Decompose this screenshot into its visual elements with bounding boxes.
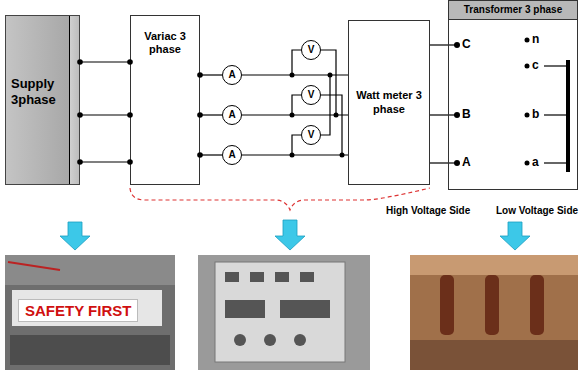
node-label: Variac 3 phase [135,30,195,56]
ammeter-circle: A [222,145,242,165]
wattmeter-box: Watt meter 3 phase [348,20,430,185]
ammeter-circle: A [222,65,242,85]
terminal-dot [127,59,133,65]
wire [200,114,222,115]
voltmeter-circle: V [301,40,321,60]
wire [430,114,448,115]
side-label: Low Voltage Side [496,205,578,216]
node-label: Supply 3phase [11,76,65,107]
terminal-dot [77,159,83,165]
wire [242,154,348,155]
wire [200,74,222,75]
node-label: V [308,89,315,101]
terminal-dot [77,112,83,118]
ammeter-circle: A [222,105,242,125]
wire [200,154,222,155]
node-label: Watt meter 3 phase [355,89,423,115]
node-label: V [308,44,315,56]
terminal-dot [127,112,133,118]
terminal-label: c [532,58,539,72]
terminal-dot [77,59,83,65]
terminal-dot [127,159,133,165]
wire [430,162,448,163]
node-label: A [228,109,235,121]
sticker-text: SAFETY FIRST [18,299,138,322]
terminal-label: n [532,32,539,46]
side-label: High Voltage Side [386,205,470,216]
terminal-label: A [462,155,471,169]
wire [80,114,130,115]
terminal-dot [197,112,203,118]
supply-box: Supply 3phase [5,15,80,185]
header-band: Transformer 3 phase [449,1,577,20]
voltmeter-circle: V [301,85,321,105]
node-label: A [228,149,235,161]
terminal-dot [197,72,203,78]
terminal-dot [197,152,203,158]
wire [430,44,448,45]
wire [80,161,130,162]
terminal-label: C [462,37,471,51]
wire [242,74,348,75]
voltmeter-circle: V [301,125,321,145]
terminal-label: B [462,107,471,121]
terminal-label: b [532,107,539,121]
node-label: A [228,69,235,81]
wire [80,61,130,62]
node-label: V [308,129,315,141]
wire [242,114,348,115]
variac-box: Variac 3 phase [130,15,200,185]
terminal-label: a [532,155,539,169]
